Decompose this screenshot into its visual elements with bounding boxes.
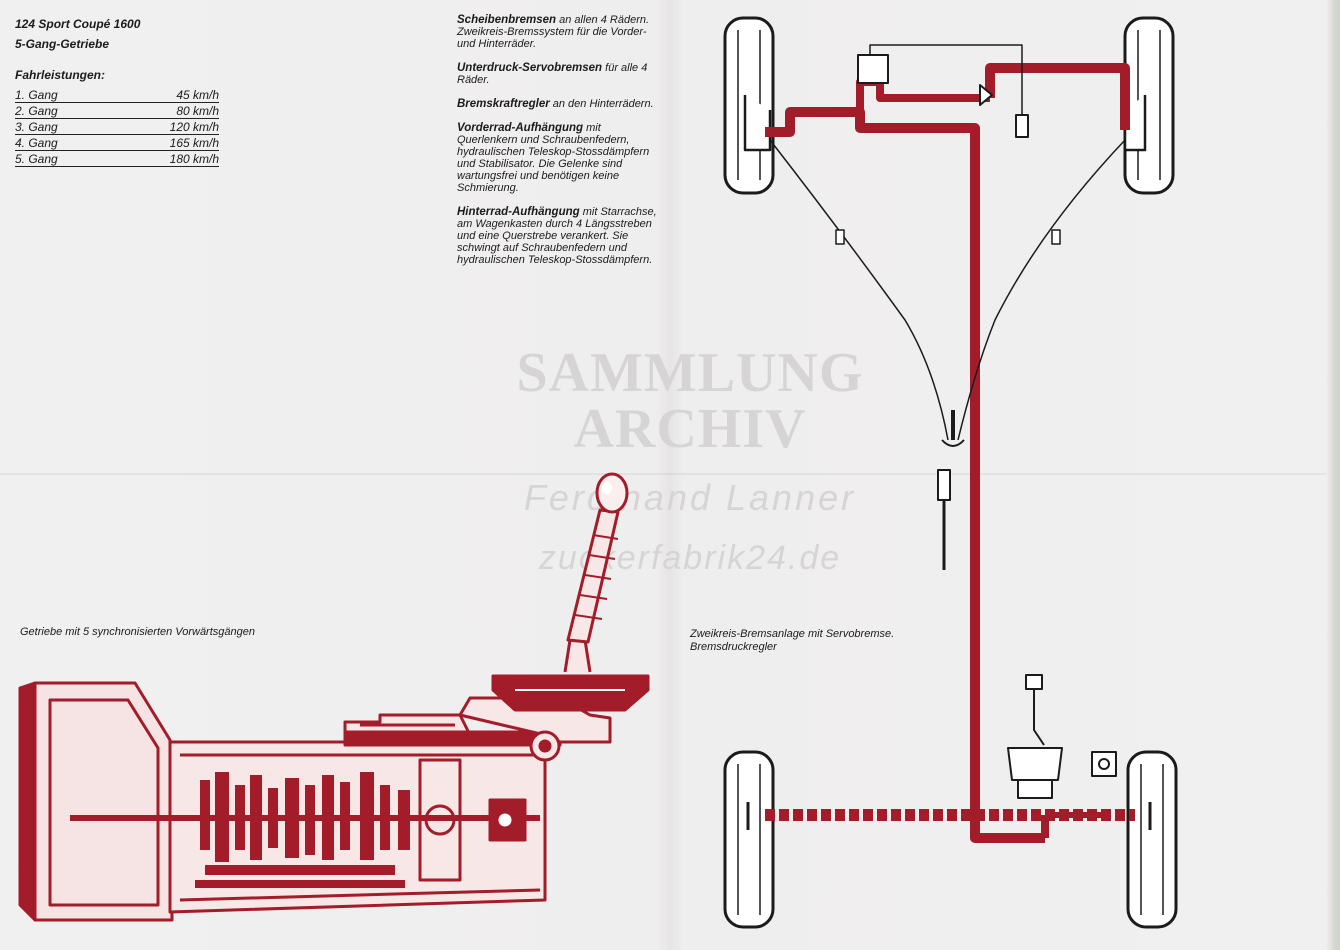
- performance-heading: Fahrleistungen:: [15, 68, 106, 82]
- spec-heading: Vorderrad-Aufhängung: [457, 122, 584, 134]
- rear-left-wheel: [723, 750, 775, 929]
- gear-speed: 120 km/h: [109, 118, 219, 135]
- spec-item: Vorderrad-Aufhängung mit Querlenkern und…: [457, 122, 657, 194]
- gear-label: 2. Gang: [15, 102, 110, 119]
- spec-list: Scheibenbremsen an allen 4 Rädern. Zweik…: [457, 14, 657, 278]
- gearbox-caption: Getriebe mit 5 synchronisierten Vorwärts…: [20, 626, 255, 638]
- spec-heading: Unterdruck-Servobremsen: [457, 62, 603, 74]
- spec-text: für alle 4 Räder.: [457, 62, 648, 86]
- spec-heading: Hinterrad-Aufhängung: [457, 206, 580, 218]
- spec-text: an den Hinterrädern.: [552, 98, 654, 110]
- spec-item: Unterdruck-Servobremsen für alle 4 Räder…: [457, 62, 657, 86]
- gear-label: 3. Gang: [15, 118, 110, 135]
- horizontal-fold-line: [0, 473, 1340, 475]
- brake-caption-line: Bremsdruckregler: [690, 641, 777, 653]
- spec-text: mit Querlenkern und Schraubenfedern, hyd…: [457, 122, 650, 194]
- model-title: 124 Sport Coupé 1600: [15, 17, 141, 31]
- spec-item: Hinterrad-Aufhängung mit Starrachse, am …: [457, 206, 657, 266]
- gear-speed: 45 km/h: [109, 87, 219, 103]
- spec-heading: Bremskraftregler: [457, 98, 550, 110]
- gear-label: 1. Gang: [15, 87, 110, 103]
- rear-right-wheel: [1126, 750, 1178, 929]
- spec-item: Scheibenbremsen an allen 4 Rädern. Zweik…: [457, 14, 657, 50]
- spec-text: an allen 4 Rädern. Zweikreis-Bremssystem…: [457, 14, 650, 50]
- spec-heading: Scheibenbremsen: [457, 14, 557, 26]
- page-edge: [1326, 0, 1340, 950]
- gearbox-illustration: [18, 472, 650, 922]
- spec-item: Bremskraftregler an den Hinterrädern.: [457, 98, 657, 110]
- gear-speed: 180 km/h: [109, 150, 219, 167]
- gear-label: 5. Gang: [15, 150, 110, 167]
- gear-label: 4. Gang: [15, 134, 110, 151]
- brake-system-diagram: [723, 16, 1178, 929]
- title-block: 124 Sport Coupé 1600 5-Gang-Getriebe: [15, 14, 140, 54]
- gear-speed: 80 km/h: [109, 102, 219, 119]
- brake-caption: Zweikreis-Bremsanlage mit Servobremse. B…: [690, 628, 894, 654]
- brake-caption-line: Zweikreis-Bremsanlage mit Servobremse.: [690, 628, 895, 640]
- gearbox-subtitle: 5-Gang-Getriebe: [15, 37, 110, 51]
- gear-speed: 165 km/h: [109, 134, 219, 151]
- spec-text: mit Starrachse, am Wagenkasten durch 4 L…: [457, 206, 657, 266]
